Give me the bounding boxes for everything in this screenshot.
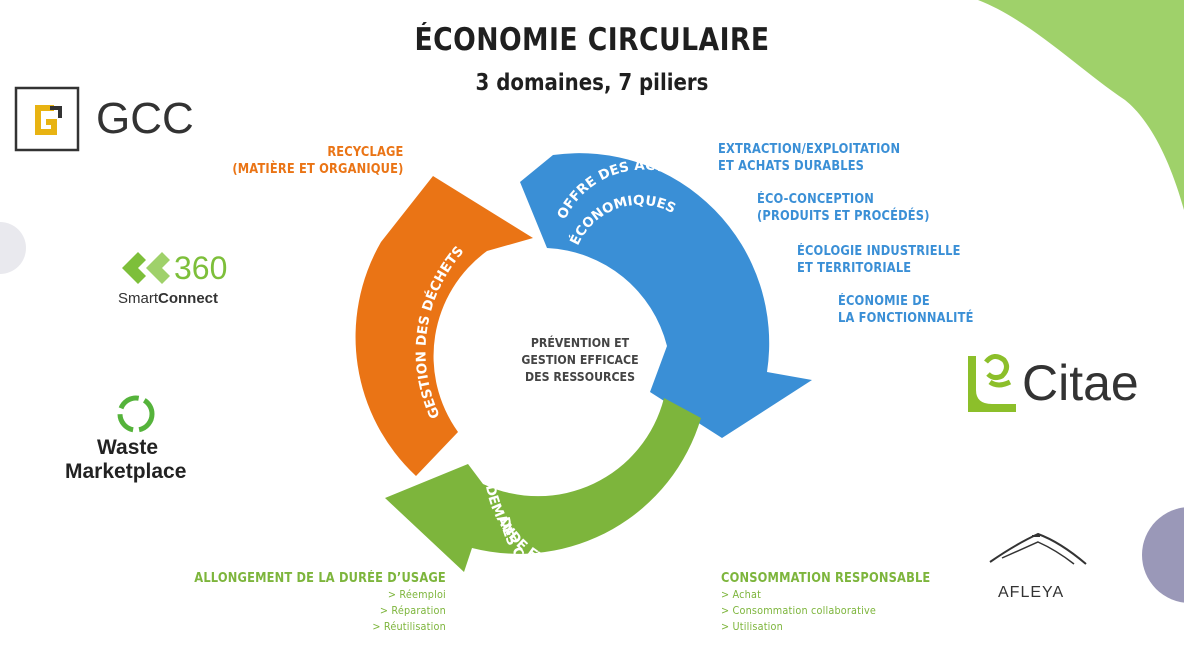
recyclage-line-1: RECYCLAGE [327, 145, 404, 160]
center-line-2: GESTION EFFICACE [521, 352, 639, 367]
ecologie-line-2: ET TERRITORIALE [797, 261, 912, 276]
cycle-center-text: PRÉVENTION ET GESTION EFFICACE DES RESSO… [510, 334, 651, 385]
ecoconception-line-2: (PRODUITS ET PROCÉDÉS) [757, 209, 930, 224]
consommation-item-1: > Achat [721, 588, 762, 601]
purple-circle [1142, 507, 1184, 603]
afleya-text: AFLEYA [998, 584, 1065, 601]
ecologie-line-1: ÉCOLOGIE INDUSTRIELLE [797, 244, 961, 259]
page-subtitle: 3 domaines, 7 piliers [475, 70, 709, 96]
allongement-item-1: > Réemploi [387, 588, 446, 601]
fonctionnalite-line-1: ÉCONOMIE DE [838, 294, 930, 309]
smartconnect-logo: 360 SmartConnect [116, 248, 256, 310]
page-title: ÉCONOMIE CIRCULAIRE [414, 22, 770, 58]
pillar-fonctionnalite: ÉCONOMIE DE LA FONCTIONNALITÉ [838, 293, 974, 327]
pillar-allongement: ALLONGEMENT DE LA DURÉE D’USAGE > Réempl… [194, 570, 446, 635]
allongement-item-3: > Réutilisation [372, 620, 446, 633]
grey-semicircle [0, 222, 26, 274]
gestion-dechets-arrow [355, 176, 533, 476]
demande-consommateurs-arrow [385, 398, 701, 572]
pillar-ecoconception: ÉCO-CONCEPTION (PRODUITS ET PROCÉDÉS) [757, 191, 930, 225]
smartconnect-logo-icon [122, 252, 170, 284]
consommation-title: CONSOMMATION RESPONSABLE [721, 571, 931, 586]
green-blob [978, 0, 1184, 210]
consommation-item-3: > Utilisation [721, 620, 783, 633]
afleya-logo: AFLEYA [980, 528, 1110, 608]
mountain-icon [989, 532, 1087, 565]
pillar-recyclage: RECYCLAGE (MATIÈRE ET ORGANIQUE) [233, 144, 404, 178]
extraction-line-1: EXTRACTION/EXPLOITATION [718, 142, 901, 157]
waste-marketplace-logo: Waste Marketplace [60, 394, 220, 494]
center-line-3: DES RESSOURCES [525, 369, 635, 384]
citae-logo-icon [968, 354, 1016, 412]
gcc-logo-icon [14, 86, 80, 152]
ecoconception-line-1: ÉCO-CONCEPTION [757, 192, 875, 207]
pillar-consommation: CONSOMMATION RESPONSABLE > Achat > Conso… [721, 570, 930, 635]
waste-text: Waste [97, 436, 159, 459]
recycle-icon [117, 395, 155, 433]
smartconnect-connect: Connect [158, 290, 219, 307]
pillar-ecologie-industrielle: ÉCOLOGIE INDUSTRIELLE ET TERRITORIALE [797, 243, 961, 277]
citae-text: Citae [1022, 355, 1139, 411]
center-line-1: PRÉVENTION ET [530, 335, 630, 350]
consommation-item-2: > Consommation collaborative [721, 604, 877, 617]
allongement-item-2: > Réparation [379, 604, 446, 617]
fonctionnalite-line-2: LA FONCTIONNALITÉ [838, 311, 974, 326]
allongement-title: ALLONGEMENT DE LA DURÉE D’USAGE [194, 571, 446, 586]
smartconnect-wordmark: SmartConnect [118, 290, 218, 307]
pillar-extraction: EXTRACTION/EXPLOITATION ET ACHATS DURABL… [718, 141, 900, 175]
gcc-logo: GCC [14, 86, 214, 154]
marketplace-text: Marketplace [65, 460, 187, 483]
offre-acteurs-arrow [520, 153, 812, 439]
smartconnect-number: 360 [174, 250, 228, 286]
smartconnect-smart: Smart [118, 290, 159, 307]
extraction-line-2: ET ACHATS DURABLES [718, 159, 865, 174]
gcc-logo-text: GCC [96, 94, 194, 143]
recyclage-line-2: (MATIÈRE ET ORGANIQUE) [232, 162, 404, 177]
citae-logo: Citae [964, 350, 1164, 412]
